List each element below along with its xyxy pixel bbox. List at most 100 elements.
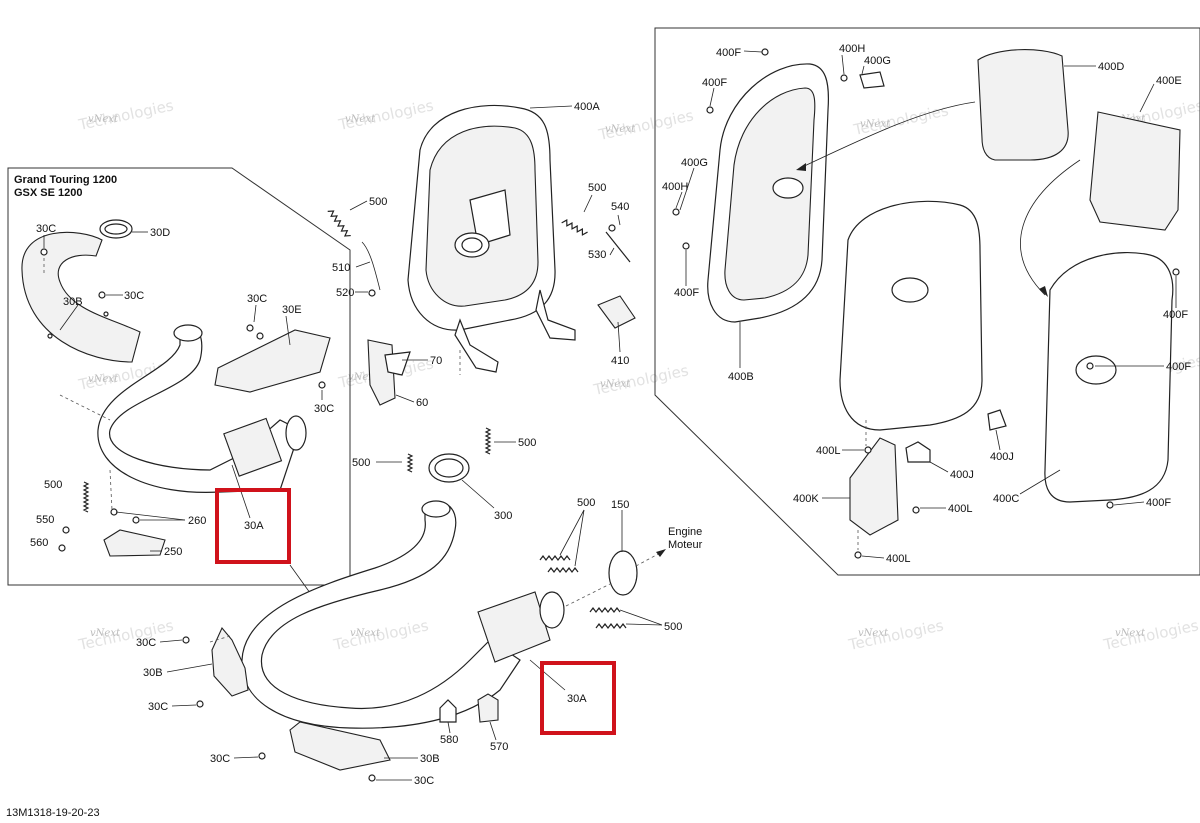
label-400F: 400F: [1166, 361, 1191, 373]
exhaust-pipe-30A: [241, 500, 638, 729]
watermark-big: Technologies: [331, 616, 430, 654]
screw-400F-e: [1086, 362, 1094, 370]
leader-500-b: [574, 509, 585, 567]
label-500: 500: [352, 457, 370, 469]
label-540: 540: [611, 201, 629, 213]
screw-30C-c: [258, 752, 266, 760]
label-30A: 30A: [567, 693, 587, 705]
watermark: Technologies vNext: [1101, 616, 1200, 654]
spring-500-a: [539, 555, 571, 561]
screw-400F-b: [706, 106, 714, 114]
watermark-small: vNext: [1115, 628, 1146, 639]
bracket-70: [384, 351, 411, 376]
screw-30C-d: [368, 774, 376, 782]
screw-400F-d: [1172, 268, 1180, 276]
spring-500-c: [589, 607, 621, 613]
leader-500-c: [619, 609, 663, 626]
highlight-30A-inset: [215, 488, 291, 564]
inset-labels: 30C 30D 30B 30C 30C 30E 30C 500 550 560 …: [30, 223, 334, 558]
label-400F: 400F: [716, 47, 741, 59]
muffler-cover-400B: [707, 63, 830, 323]
dash-gasket-engine: [635, 552, 661, 567]
label-500: 500: [577, 497, 595, 509]
label-400G: 400G: [681, 157, 708, 169]
inset-screw-30C-d: [318, 381, 326, 389]
label-400F: 400F: [1163, 309, 1188, 321]
label-30C: 30C: [36, 223, 56, 235]
label-400F: 400F: [1146, 497, 1171, 509]
label-500: 500: [588, 182, 606, 194]
inset-title-line-2: GSX SE 1200: [14, 187, 83, 199]
engine-arrow-head: [656, 549, 666, 557]
heat-shield-30B-left: [211, 626, 249, 697]
arrow-400E-to-body: [1020, 159, 1081, 296]
engine-label: Engine: [668, 526, 702, 538]
muffler-assembly-frame: [654, 27, 1200, 576]
label-400H: 400H: [662, 181, 688, 193]
inset-exhaust-pipe-30A: [97, 324, 307, 494]
inset-nut-560: [58, 544, 66, 552]
label-400L: 400L: [886, 553, 910, 565]
label-500: 500: [369, 196, 387, 208]
inset-frame: [7, 167, 351, 586]
arrow-400D-to-cover: [799, 101, 976, 169]
label-30C: 30C: [148, 701, 168, 713]
inset-heat-shield-30E: [214, 329, 331, 393]
shield-400E: [1089, 111, 1181, 231]
label-400E: 400E: [1156, 75, 1182, 87]
inset-screw-30C-c: [256, 332, 264, 340]
leader-500-a: [559, 509, 585, 556]
label-30C: 30C: [210, 753, 230, 765]
right-leaders: [675, 50, 1177, 559]
label-400A: 400A: [574, 101, 600, 113]
watermark: Technologies vNext: [596, 106, 695, 144]
label-30E: 30E: [282, 304, 302, 316]
inset-title-line-1: Grand Touring 1200: [14, 174, 117, 186]
label-400F: 400F: [702, 77, 727, 89]
watermark-small: vNext: [858, 628, 889, 639]
label-400F: 400F: [674, 287, 699, 299]
label-400K: 400K: [793, 493, 819, 505]
watermark: Technologies vNext: [76, 616, 175, 654]
inset-screw-550: [62, 526, 70, 534]
label-30C: 30C: [247, 293, 267, 305]
screw-400F-a: [761, 48, 769, 56]
heat-shield-30B-bottom: [289, 721, 391, 771]
spring-500-b: [547, 567, 579, 573]
watermark: Technologies vNext: [331, 616, 430, 654]
arrow-head-2: [1039, 286, 1048, 297]
inset-bracket-250: [103, 529, 166, 557]
part-400J-lower: [905, 441, 931, 463]
spring-500-upper-right: [561, 219, 588, 236]
part-580: [439, 699, 457, 723]
watermark-small: vNext: [860, 119, 891, 130]
label-30C: 30C: [136, 637, 156, 649]
watermark-small: vNext: [88, 374, 119, 385]
label-300: 300: [494, 510, 512, 522]
label-400H: 400H: [839, 43, 865, 55]
label-400G: 400G: [864, 55, 891, 67]
muffler-leaders: [349, 194, 621, 403]
inset-leaders: [43, 231, 323, 552]
label-560: 560: [30, 537, 48, 549]
leader-500-d: [625, 623, 663, 626]
inset-screw-30C: [98, 291, 106, 299]
label-30C: 30C: [414, 775, 434, 787]
arrow-head-1: [796, 163, 806, 171]
screw-30C-a: [182, 636, 190, 644]
label-30B: 30B: [143, 667, 163, 679]
inset-spring-500: [82, 481, 90, 513]
watermark: Technologies vNext: [851, 101, 950, 139]
label-400J: 400J: [990, 451, 1014, 463]
label-400L: 400L: [948, 503, 972, 515]
bracket-570: [477, 693, 499, 723]
screw-400L-b: [912, 506, 920, 514]
watermark-small: vNext: [88, 114, 119, 125]
label-400B: 400B: [728, 371, 754, 383]
watermark: Technologies vNext: [336, 96, 435, 134]
lower-labels: 30C 30B 30C 30C 30B 30C 580 570: [136, 637, 508, 787]
watermark-small: vNext: [350, 628, 381, 639]
label-530: 530: [588, 249, 606, 261]
gasket-300: [428, 453, 470, 483]
